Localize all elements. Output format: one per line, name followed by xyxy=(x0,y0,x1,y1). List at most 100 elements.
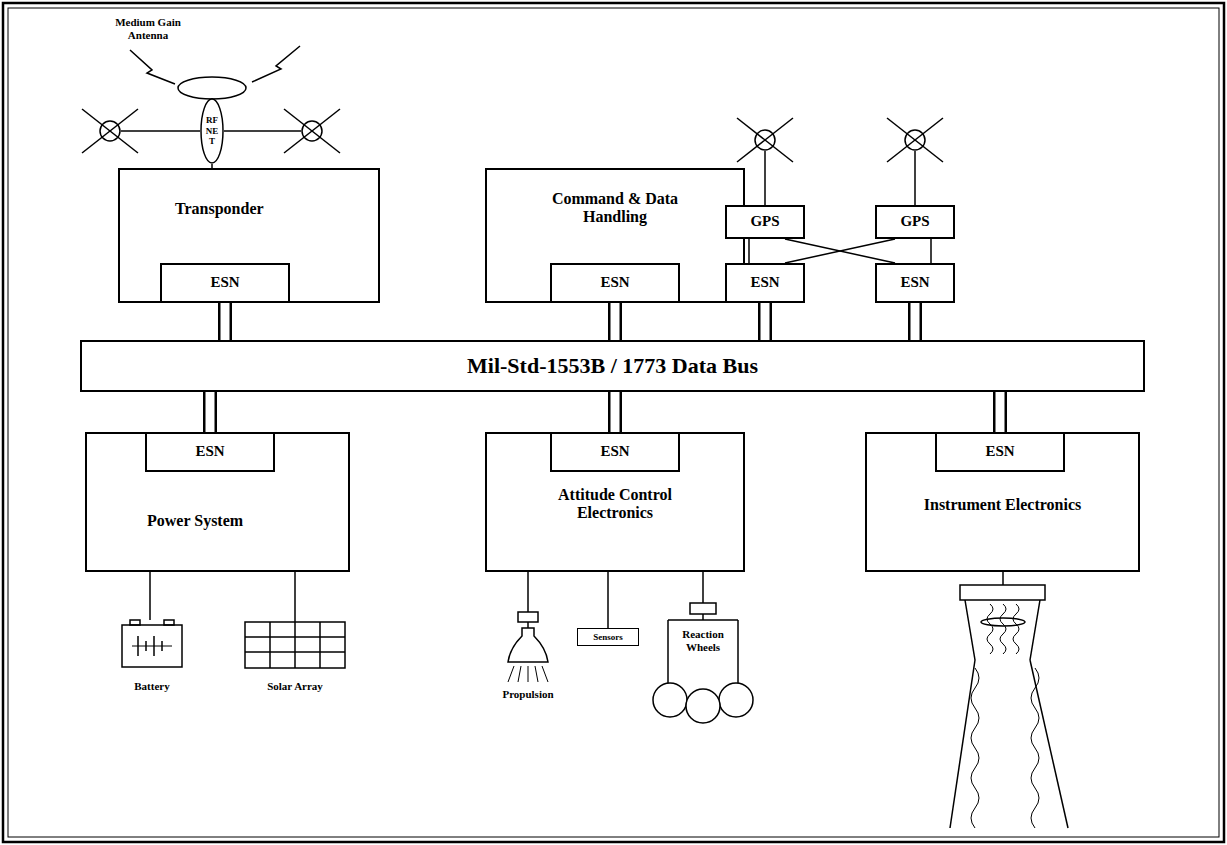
connector-outer xyxy=(608,392,622,432)
solar-array-symbol-part xyxy=(294,572,296,622)
antenna-dish xyxy=(178,77,246,99)
solar-array-symbol-part xyxy=(269,622,271,668)
part-label: Propulsion xyxy=(483,688,573,701)
node-label: ESN xyxy=(750,274,779,291)
antenna-element-part xyxy=(914,151,916,205)
bus-connector xyxy=(615,392,616,432)
connector-line xyxy=(607,572,609,628)
reaction-wheel-symbol xyxy=(653,572,753,723)
unit-box: Attitude Control Electronics ESN xyxy=(485,432,745,572)
bus-connector xyxy=(785,239,895,263)
battery-symbol-part xyxy=(122,625,182,667)
bus-connector xyxy=(785,239,895,263)
esn-box: ESN xyxy=(935,432,1065,472)
bus-connector xyxy=(1000,392,1001,432)
reaction-wheel-symbol-part xyxy=(668,619,738,621)
frame-part xyxy=(8,8,1219,837)
battery-symbol-part xyxy=(132,646,172,647)
node-label: Mil-Std-1553B / 1773 Data Bus xyxy=(467,353,758,378)
text-holder: Transponder xyxy=(175,200,264,218)
sensor-box: Sensors xyxy=(577,628,639,646)
connector-line xyxy=(785,239,895,263)
node-label: ESN xyxy=(210,274,239,291)
solar-array-symbol-part xyxy=(245,651,345,653)
node-label: RF NE T xyxy=(203,115,221,146)
reaction-wheel-symbol-part xyxy=(719,683,753,717)
unit-box: Command & Data HandlingESN xyxy=(485,168,745,303)
antenna-element-part xyxy=(284,109,340,153)
unit-box: Power SystemESN xyxy=(85,432,350,572)
connector-inner xyxy=(996,392,1005,432)
connector-inner xyxy=(206,392,215,432)
telescope-symbol-part xyxy=(950,660,975,828)
reaction-wheel-symbol-part xyxy=(667,620,669,683)
esn-box: ESN xyxy=(145,432,275,472)
bus-connector xyxy=(915,303,916,340)
node-label: Transponder xyxy=(175,200,264,218)
node-label: Sensors xyxy=(593,632,623,642)
part-label: Solar Array xyxy=(250,680,340,693)
connector-outer xyxy=(218,303,232,340)
node-label: ESN xyxy=(985,443,1014,460)
node-label: ESN xyxy=(195,443,224,460)
telescope-symbol-part xyxy=(1013,604,1019,654)
reaction-wheel-symbol-part xyxy=(653,683,687,717)
esn-box: ESN xyxy=(550,432,680,472)
text-holder: Command & Data Handling xyxy=(487,190,743,227)
connector-outer xyxy=(608,303,622,340)
thruster-symbol-part xyxy=(508,666,514,682)
bus-connector xyxy=(210,392,211,432)
telescope-symbol xyxy=(950,572,1068,828)
battery-symbol-part xyxy=(149,572,151,620)
telescope-symbol-part xyxy=(965,600,975,660)
label-holder: Medium Gain Antenna xyxy=(106,16,190,41)
antenna-element-part xyxy=(887,118,943,162)
reaction-wheel-symbol-part xyxy=(686,689,720,723)
esn-box: ESN xyxy=(550,263,680,303)
telescope-symbol-part xyxy=(1031,668,1039,828)
telescope-symbol-part xyxy=(971,668,979,828)
node-label: ESN xyxy=(900,274,929,291)
connector-inner xyxy=(611,303,620,340)
label-holder: Battery xyxy=(112,680,192,693)
bus-connector xyxy=(225,303,226,340)
connector-inner xyxy=(761,303,770,340)
thruster-symbol-part xyxy=(527,572,529,612)
node-label: ESN xyxy=(600,443,629,460)
frame xyxy=(3,3,1224,842)
reaction-wheel-symbol-part xyxy=(690,603,716,614)
rf-network: RF NE T xyxy=(200,98,224,164)
thruster-symbol-part xyxy=(535,666,538,682)
thruster-symbol-part xyxy=(518,612,538,622)
connector-inner xyxy=(911,303,920,340)
antenna-element-part xyxy=(121,130,200,132)
node-label: Attitude Control Electronics xyxy=(530,486,700,523)
antenna-element-part xyxy=(887,118,943,162)
antenna-element-part xyxy=(82,109,138,153)
battery-symbol-part xyxy=(130,620,140,625)
connector-outer xyxy=(758,303,772,340)
antenna-element-part xyxy=(737,118,793,162)
connector-inner xyxy=(611,392,620,432)
label-holder: Reaction Wheels xyxy=(673,628,733,653)
antenna-element-part xyxy=(764,151,766,205)
node-label: Command & Data Handling xyxy=(530,190,700,227)
gps-box: GPS xyxy=(725,205,805,239)
node-label: GPS xyxy=(750,213,779,230)
esn-box: ESN xyxy=(160,263,290,303)
label-holder: Solar Array xyxy=(250,680,340,693)
antenna-dish-part xyxy=(178,77,246,99)
thruster-symbol-part xyxy=(527,622,529,628)
antenna-element-part xyxy=(82,109,138,153)
unit-box: TransponderESN xyxy=(118,168,380,303)
connector-line xyxy=(785,239,895,263)
battery-symbol-part xyxy=(164,620,174,625)
bus-connector xyxy=(608,572,609,628)
node-label: GPS xyxy=(900,213,929,230)
signal-bolt-part xyxy=(130,50,175,84)
thruster-symbol-part xyxy=(508,628,548,662)
telescope-symbol-part xyxy=(1030,600,1040,660)
label-holder: Propulsion xyxy=(483,688,573,701)
thruster-symbol-part xyxy=(518,666,521,682)
